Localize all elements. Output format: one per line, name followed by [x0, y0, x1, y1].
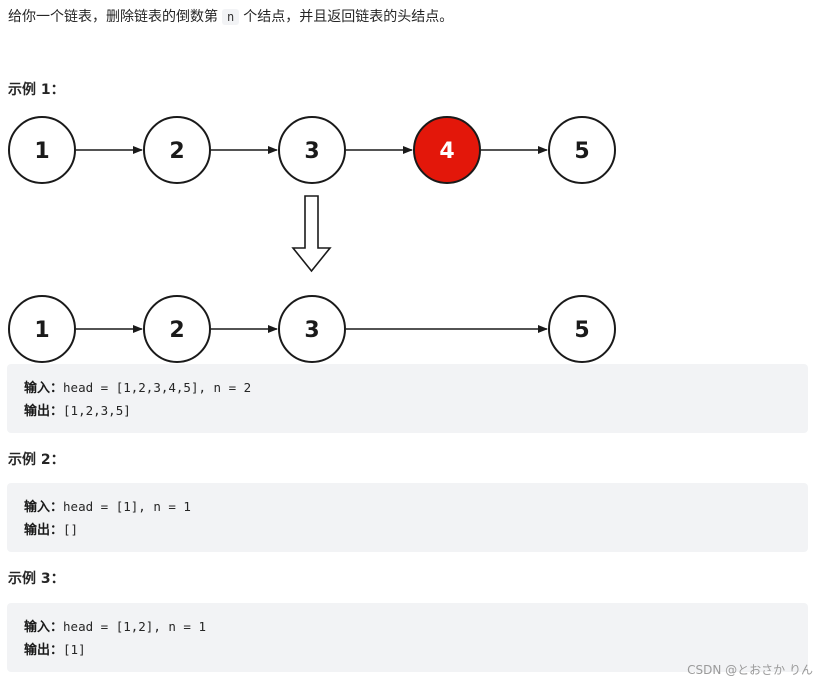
output-label: 输出： [24, 643, 64, 658]
inline-code-n: n [222, 9, 240, 25]
node-top-5: 5 [548, 116, 616, 184]
intro-text-before: 给你一个链表，删除链表的倒数第 [8, 9, 218, 25]
node-bottom-1: 1 [8, 295, 76, 363]
intro-text-after: 个结点，并且返回链表的头结点。 [243, 9, 454, 25]
output-value: [1] [63, 642, 86, 657]
node-bottom-2: 2 [143, 295, 211, 363]
output-label: 输出： [24, 404, 64, 419]
node-bottom-5-label: 5 [574, 318, 589, 343]
input-label: 输入： [24, 500, 64, 515]
example-2-codebox: 输入：head = [1], n = 1 输出：[] [7, 483, 808, 552]
node-bottom-3: 3 [278, 295, 346, 363]
csdn-watermark: CSDN @とおさか りん [687, 663, 813, 677]
node-bottom-5: 5 [548, 295, 616, 363]
example-3-label: 示例 3： [8, 571, 65, 587]
input-label: 输入： [24, 381, 64, 396]
input-value: head = [1], n = 1 [63, 499, 191, 514]
node-top-4-removed: 4 [413, 116, 481, 184]
down-arrow-icon [291, 195, 332, 273]
node-bottom-3-label: 3 [304, 318, 319, 343]
node-top-3: 3 [278, 116, 346, 184]
output-value: [] [63, 522, 79, 537]
node-top-3-label: 3 [304, 139, 319, 164]
example-3-input-line: 输入：head = [1,2], n = 1 [24, 616, 808, 639]
input-label: 输入： [24, 620, 64, 635]
node-top-1: 1 [8, 116, 76, 184]
input-value: head = [1,2,3,4,5], n = 2 [63, 380, 252, 395]
example-2-input-line: 输入：head = [1], n = 1 [24, 496, 808, 519]
node-top-1-label: 1 [34, 139, 49, 164]
output-value: [1,2,3,5] [63, 403, 131, 418]
node-top-5-label: 5 [574, 139, 589, 164]
example-3-codebox: 输入：head = [1,2], n = 1 输出：[1] [7, 603, 808, 672]
input-value: head = [1,2], n = 1 [63, 619, 207, 634]
example-1-codebox: 输入：head = [1,2,3,4,5], n = 2 输出：[1,2,3,5… [7, 364, 808, 433]
output-label: 输出： [24, 523, 64, 538]
node-top-4-label: 4 [439, 139, 454, 164]
node-bottom-2-label: 2 [169, 318, 184, 343]
example-1-output-line: 输出：[1,2,3,5] [24, 400, 808, 423]
example-3-output-line: 输出：[1] [24, 639, 808, 662]
linked-list-diagram: 1 2 3 4 5 1 2 3 5 [8, 116, 616, 363]
example-2-output-line: 输出：[] [24, 519, 808, 542]
node-top-2-label: 2 [169, 139, 184, 164]
example-1-label: 示例 1： [8, 82, 65, 98]
node-top-2: 2 [143, 116, 211, 184]
example-2-label: 示例 2： [8, 452, 65, 468]
node-bottom-1-label: 1 [34, 318, 49, 343]
example-1-input-line: 输入：head = [1,2,3,4,5], n = 2 [24, 377, 808, 400]
